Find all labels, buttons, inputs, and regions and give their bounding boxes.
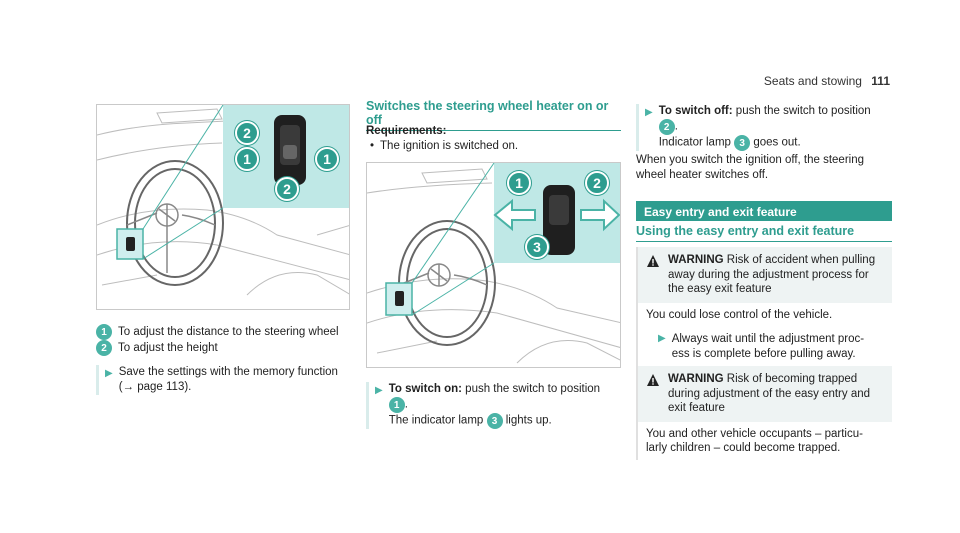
step-instruction: push the switch to position (735, 105, 871, 117)
indicator-text: The indicator lamp (388, 414, 484, 427)
step-text: To switch off: push the switch to positi… (658, 104, 871, 151)
page-reference-link[interactable]: (→ page 113). (118, 381, 192, 393)
section-name: Seats and stowing (763, 74, 862, 88)
step-save-settings: ▶ Save the settings with the memory func… (96, 365, 350, 395)
page-number: 111 (871, 74, 890, 88)
warning-box-trapped: WARNING Risk of becoming trapped during … (636, 366, 892, 460)
section-banner: Easy entry and exit feature (636, 201, 892, 221)
lamp-callout: 3 (486, 413, 503, 429)
legend-text: To adjust the distance to the steering w… (118, 325, 339, 338)
step-bar (366, 382, 369, 429)
warning-heading: Risk of accident when pulling (726, 254, 876, 266)
warning-body: You and other vehicle occupants – partic… (636, 421, 892, 460)
callout-2-bottom: 2 (275, 177, 299, 201)
instruction-line: ess is complete before pulling away. (671, 347, 856, 360)
warning-triangle-icon (647, 255, 659, 267)
step-text: Save the settings with the memory functi… (119, 365, 338, 395)
page-header: Seats and stowing 111 (764, 74, 890, 88)
step-switch-on: ▶ To switch on: push the switch to posit… (366, 382, 621, 429)
warning-label: WARNING (668, 373, 724, 385)
figure-legend: 1 To adjust the distance to the steering… (96, 324, 350, 356)
warning-heading: the easy exit feature (668, 283, 772, 295)
note-line: When you switch the ignition off, the st… (636, 154, 865, 166)
position-callout: 1 (388, 397, 405, 413)
warning-heading: Risk of becoming trapped (726, 373, 858, 385)
requirement-item: • The ignition is switched on. (366, 139, 621, 154)
step-arrow-icon: ▶ (375, 385, 383, 396)
body-line: larly children – could become trapped. (646, 442, 841, 454)
warning-head: WARNING Risk of becoming trapped during … (638, 366, 892, 422)
callout-2: 2 (585, 171, 609, 195)
step-arrow-icon: ▶ (658, 333, 666, 344)
requirements: Requirements: • The ignition is switched… (366, 124, 621, 154)
warning-heading: during adjustment of the easy entry and (668, 387, 871, 400)
indicator-result: lights up. (505, 414, 552, 427)
callout-3: 3 (525, 235, 549, 259)
legend-num: 2 (96, 340, 112, 356)
warning-head: WARNING Risk of accident when pulling aw… (638, 247, 892, 303)
requirement-text: The ignition is switched on. (380, 140, 519, 152)
warning-box-accident: WARNING Risk of accident when pulling aw… (636, 247, 892, 367)
figure-steering-heater: 1 2 3 (366, 162, 621, 368)
callout-1-left: 1 (235, 147, 259, 171)
warning-heading: exit feature (668, 402, 725, 414)
step-label: To switch off: (658, 105, 733, 117)
callout-1: 1 (507, 171, 531, 195)
steering-wheel-illustration (97, 105, 349, 296)
heater-switch-illustration (367, 163, 620, 364)
legend-item: 1 To adjust the distance to the steering… (96, 324, 350, 340)
warning-heading: away during the adjustment process for (668, 268, 869, 281)
warning-instruction: ▶ Always wait until the adjustment proc-… (636, 326, 892, 367)
section-title-heater: Switches the steering wheel heater on or… (366, 99, 621, 131)
legend-text: To adjust the height (118, 341, 218, 354)
indicator-text: Indicator lamp (658, 136, 731, 149)
step-text: To switch on: push the switch to positio… (388, 382, 601, 429)
legend-num: 1 (96, 324, 112, 340)
figure-steering-adjust: 2 1 1 2 (96, 104, 350, 310)
warning-label: WARNING (668, 254, 724, 266)
step-arrow-icon: ▶ (645, 107, 653, 118)
subsection-title: Using the easy entry and exit feature (636, 224, 892, 242)
requirements-label: Requirements: (366, 125, 447, 137)
step-instruction: push the switch to position (465, 383, 601, 395)
bullet-icon: • (370, 140, 375, 152)
position-callout: 2 (658, 119, 675, 135)
warning-triangle-icon (647, 374, 659, 386)
step-line: Save the settings with the memory functi… (118, 366, 338, 378)
step-switch-off: ▶ To switch off: push the switch to posi… (636, 104, 892, 151)
step-arrow-icon: ▶ (105, 368, 113, 379)
step-bar (96, 365, 99, 395)
warning-body: You could lose control of the vehicle. (636, 302, 892, 326)
note-line: wheel heater switches off. (636, 169, 769, 181)
step-label: To switch on: (388, 383, 462, 395)
instruction-line: Always wait until the adjustment proc- (671, 333, 865, 345)
indicator-result: goes out. (753, 136, 801, 149)
body-line: You and other vehicle occupants – partic… (646, 427, 863, 440)
ignition-note: When you switch the ignition off, the st… (636, 153, 892, 183)
step-bar (636, 104, 639, 151)
callout-2-top: 2 (235, 121, 259, 145)
legend-item: 2 To adjust the height (96, 340, 350, 356)
lamp-callout: 3 (734, 135, 751, 151)
callout-1-right: 1 (315, 147, 339, 171)
